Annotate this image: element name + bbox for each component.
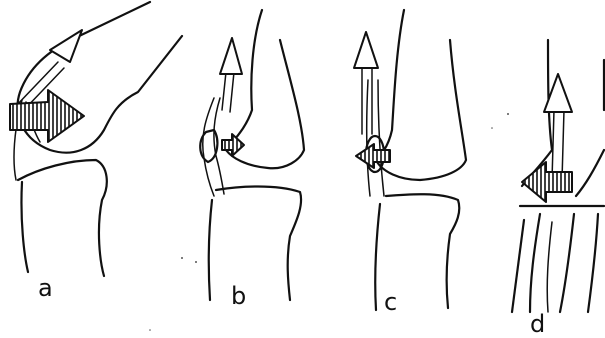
panel-label-b: b	[231, 282, 246, 310]
tibia-d-5	[547, 222, 552, 312]
hatched-arrow-right-icon	[10, 90, 84, 142]
tibia-d-1	[512, 220, 524, 312]
arrow-left-icon	[522, 162, 572, 202]
panel-b	[200, 10, 304, 300]
arrow-up-icon	[230, 72, 234, 112]
tibia-d-4	[588, 214, 598, 312]
tibia-c-shaft	[375, 204, 380, 310]
tibia-a	[18, 160, 107, 276]
speck	[149, 329, 151, 331]
speck	[181, 257, 183, 259]
panel-label-d: d	[530, 310, 545, 338]
arrow-up-icon	[222, 72, 226, 110]
hatched-arrow-right-icon	[222, 134, 244, 156]
panel-d	[512, 40, 604, 312]
arrow-up-icon	[552, 110, 554, 180]
panel-label-c: c	[384, 288, 397, 316]
tibia-b-shaft	[209, 200, 212, 300]
speck	[195, 261, 197, 263]
femur-d-right	[576, 150, 604, 196]
tibia-b	[216, 187, 301, 301]
arrow-up-icon	[354, 32, 378, 68]
arrow-up-icon	[562, 110, 564, 180]
speck	[491, 127, 493, 129]
tibia-d-2	[530, 214, 540, 312]
panel-a	[10, 2, 182, 276]
tibia-a-shaft	[21, 182, 28, 272]
speck	[507, 113, 509, 115]
tibia-d-3	[560, 214, 574, 312]
panel-label-a: a	[38, 274, 53, 302]
arrow-up-icon	[50, 30, 82, 62]
panel-c	[354, 10, 466, 310]
arrow-up-icon	[220, 38, 242, 74]
tendon-b	[203, 98, 214, 196]
